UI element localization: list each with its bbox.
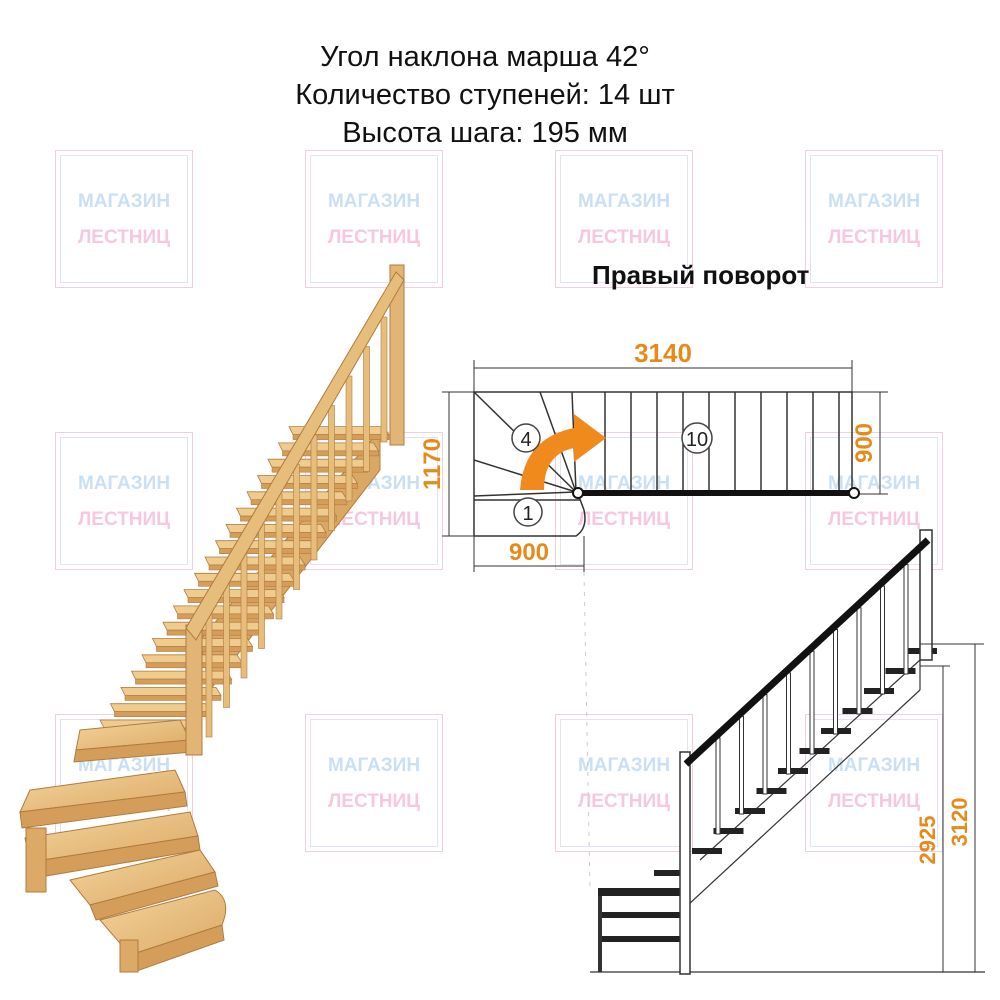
- watermark-line1: МАГАЗИН: [827, 755, 921, 776]
- elevation-baluster: [786, 672, 791, 775]
- watermark-line1: МАГАЗИН: [327, 755, 421, 776]
- plan-newel: [572, 487, 584, 499]
- tread-edge: [208, 564, 306, 571]
- dimension-flight-width-text: 900: [851, 423, 878, 463]
- watermark-line1: МАГАЗИН: [327, 191, 421, 212]
- tread-edge: [292, 434, 390, 440]
- elevation-baluster: [715, 737, 721, 835]
- watermark-line2: ЛЕСТНИЦ: [577, 791, 671, 812]
- watermark-line1: МАГАЗИН: [827, 191, 921, 212]
- baluster: [363, 346, 370, 472]
- dimension-height-floor-text: 2925: [915, 816, 940, 865]
- dimension-height-top-text: 3120: [947, 798, 972, 847]
- dimension-height: [920, 643, 984, 972]
- elevation-baluster: [880, 585, 885, 695]
- elevation-baluster: [739, 715, 744, 815]
- elevation-bottom-steps: [598, 870, 688, 972]
- watermark-tile: МАГАЗИН ЛЕСТНИЦ: [55, 432, 193, 570]
- elevation-baluster: [903, 563, 909, 675]
- elevation-balusters: [715, 542, 932, 835]
- elevation-tread: [885, 668, 916, 674]
- watermark-line2: ЛЕСТНИЦ: [827, 227, 921, 248]
- watermark-line2: ЛЕСТНИЦ: [327, 227, 421, 248]
- spec-header: Угол наклона марша 42° Количество ступен…: [190, 38, 780, 152]
- elevation-tread: [756, 788, 787, 794]
- plan-newel: [848, 487, 860, 499]
- elevation-newel-bottom: [679, 751, 691, 975]
- tread-edge: [240, 515, 337, 522]
- winder-treads: [19, 719, 227, 973]
- turn-direction-label: Правый поворот: [592, 260, 810, 290]
- watermark-line1: МАГАЗИН: [577, 473, 671, 494]
- dimension-total-width: [442, 391, 474, 537]
- watermark-line2: ЛЕСТНИЦ: [577, 509, 671, 530]
- watermark-tile: МАГАЗИН ЛЕСТНИЦ: [805, 150, 943, 288]
- elevation-baluster: [762, 694, 768, 795]
- elevation-tread: [864, 688, 894, 694]
- watermark-line2: ЛЕСТНИЦ: [327, 509, 421, 530]
- step-number-turn: 4: [511, 423, 541, 453]
- watermark-line1: МАГАЗИН: [577, 191, 671, 212]
- watermark-tile: МАГАЗИН ЛЕСТНИЦ: [55, 150, 193, 288]
- dimension-bottom-width: [473, 536, 585, 572]
- elevation-tread: [778, 768, 808, 774]
- dimension-total-width-text: 1170: [419, 438, 446, 490]
- watermark-line2: ЛЕСТНИЦ: [327, 791, 421, 812]
- svg-text:10: 10: [686, 429, 708, 451]
- baluster: [380, 316, 388, 443]
- tread-edge: [187, 597, 285, 603]
- dimension-bottom-width-text: 900: [509, 539, 549, 566]
- elevation-tread: [735, 808, 765, 814]
- watermark-line1: МАГАЗИН: [77, 755, 171, 776]
- tread-edge: [135, 678, 232, 685]
- watermark-line2: ЛЕСТНИЦ: [77, 509, 171, 530]
- elevation-baluster: [833, 629, 838, 735]
- direction-arrow-icon: [520, 414, 606, 490]
- watermark-line2: ЛЕСТНИЦ: [77, 227, 171, 248]
- flight-balusters: [205, 316, 388, 738]
- tread-edge: [156, 646, 253, 652]
- watermark-tile: МАГАЗИН ЛЕСТНИЦ: [555, 150, 693, 288]
- watermark-line2: ЛЕСТНИЦ: [577, 227, 671, 248]
- watermark-tile: МАГАЗИН ЛЕСТНИЦ: [305, 714, 443, 852]
- watermark-line2: ЛЕСТНИЦ: [827, 791, 921, 812]
- tread-edge: [261, 483, 358, 489]
- elevation-handrail: [683, 537, 931, 767]
- watermark-tile: МАГАЗИН ЛЕСТНИЦ: [305, 150, 443, 288]
- svg-text:1: 1: [522, 503, 533, 525]
- watermark-tile: МАГАЗИН ЛЕСТНИЦ: [555, 432, 693, 570]
- handrail: [185, 271, 405, 641]
- watermark-tile: МАГАЗИН ЛЕСТНИЦ: [805, 714, 943, 852]
- dimension-total-length-text: 3140: [634, 338, 692, 368]
- step-height-text: Высота шага: 195 мм: [342, 117, 628, 149]
- svg-text:4: 4: [520, 429, 531, 451]
- elevation-tread: [692, 848, 722, 854]
- pitch-angle-text: Угол наклона марша 42°: [320, 41, 650, 73]
- watermark-line1: МАГАЗИН: [77, 473, 171, 494]
- newel-post-top: [389, 264, 405, 446]
- watermark-line1: МАГАЗИН: [77, 191, 171, 212]
- watermark-line2: ЛЕСТНИЦ: [827, 509, 921, 530]
- plan-handrail: [576, 490, 854, 496]
- dimension-total-length: [473, 360, 853, 392]
- watermark-line1: МАГАЗИН: [577, 755, 671, 776]
- watermark-tile: МАГАЗИН ЛЕСТНИЦ: [555, 714, 693, 852]
- step-count-text: Количество ступеней: 14 шт: [295, 79, 675, 111]
- plan-outline: [473, 391, 853, 537]
- step-number-first: 1: [513, 497, 543, 527]
- elevation-baluster: [856, 607, 862, 715]
- step-number-last: 10: [681, 422, 713, 454]
- elevation-newel-top: [919, 529, 933, 661]
- elevation-tread: [713, 828, 744, 834]
- elevation-baluster: [809, 650, 815, 755]
- tread-edge: [124, 695, 222, 701]
